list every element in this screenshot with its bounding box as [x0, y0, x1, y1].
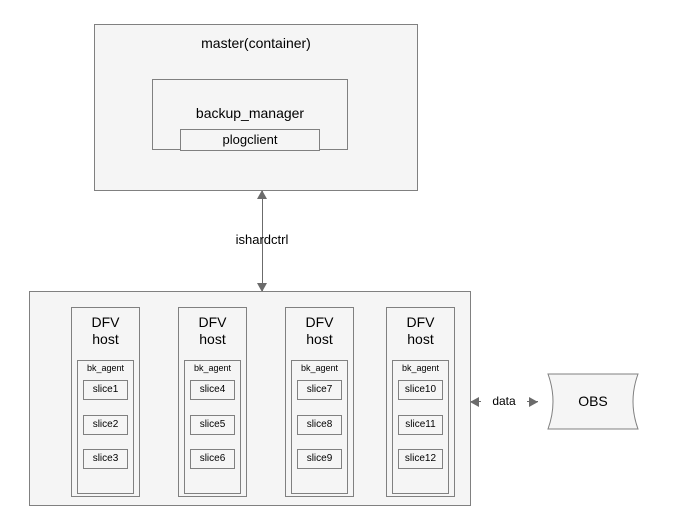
slice-box — [297, 449, 342, 469]
slice-label: slice2 — [92, 419, 119, 430]
bk-agent-title-2: bk_agent — [193, 363, 232, 373]
plogclient-box — [180, 129, 320, 151]
bk-agent-title-4: bk_agent — [401, 363, 440, 373]
slice-label: slice4 — [199, 384, 226, 395]
arrow-left-icon — [470, 397, 479, 407]
slice-label: slice12 — [404, 453, 437, 464]
backup-manager-title: backup_manager — [195, 105, 305, 121]
dfv-host-title-2: DFV host — [198, 314, 227, 347]
slice-box — [398, 415, 443, 435]
slice-box — [297, 415, 342, 435]
bk-agent-title-1: bk_agent — [86, 363, 125, 373]
plogclient-title: plogclient — [222, 132, 278, 147]
slice-label: slice7 — [306, 384, 333, 395]
slice-box — [297, 380, 342, 400]
dfv-host-title-3: DFV host — [305, 314, 334, 347]
data-connector-label: data — [481, 394, 527, 408]
slice-label: slice6 — [199, 453, 226, 464]
ishardctrl-connector-line — [262, 191, 263, 291]
dfv-host-title-1: DFV host — [91, 314, 120, 347]
slice-label: slice3 — [92, 453, 119, 464]
slice-label: slice11 — [405, 419, 436, 430]
slice-box — [190, 415, 235, 435]
slice-box — [83, 380, 128, 400]
arrow-down-icon — [257, 283, 267, 292]
ishardctrl-connector-label: ishardctrl — [235, 232, 289, 247]
slice-box — [83, 415, 128, 435]
slice-box — [190, 449, 235, 469]
arrow-right-icon — [529, 397, 538, 407]
slice-label: slice8 — [306, 419, 333, 430]
obs-label: OBS — [578, 393, 608, 409]
slice-box — [398, 449, 443, 469]
slice-label: slice10 — [404, 384, 437, 395]
slice-box — [83, 449, 128, 469]
slice-box — [398, 380, 443, 400]
slice-label: slice1 — [92, 384, 119, 395]
bk-agent-title-3: bk_agent — [300, 363, 339, 373]
dfv-host-title-4: DFV host — [406, 314, 435, 347]
obs-storage-shape — [547, 373, 639, 430]
arrow-up-icon — [257, 190, 267, 199]
slice-box — [190, 380, 235, 400]
slice-label: slice5 — [199, 419, 226, 430]
master-container-title: master(container) — [201, 35, 311, 51]
slice-label: slice9 — [306, 453, 333, 464]
